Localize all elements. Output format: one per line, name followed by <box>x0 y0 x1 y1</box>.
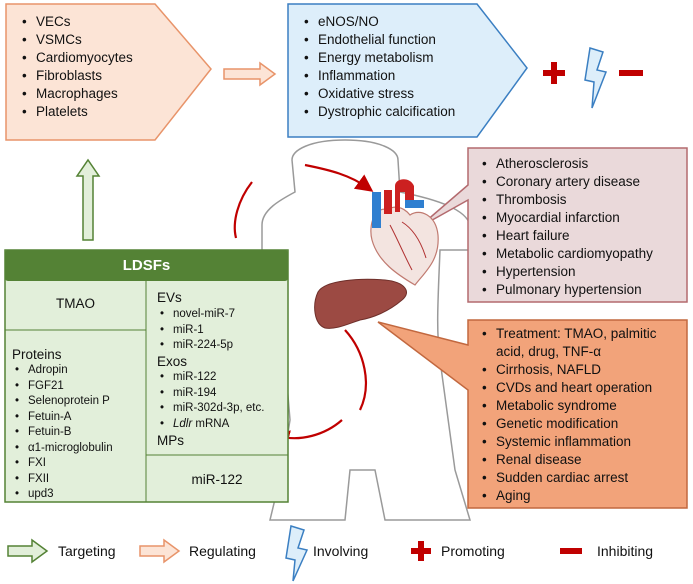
cell-types-list: VECs VSMCs Cardiomyocytes Fibroblasts Ma… <box>18 13 133 121</box>
list-item: Atherosclerosis <box>478 155 653 173</box>
regulating-arrow-icon <box>223 61 277 87</box>
list-item: Coronary artery disease <box>478 173 653 191</box>
plus-icon <box>543 62 565 84</box>
liver-conditions-list: Treatment: TMAO, palmitic acid, drug, TN… <box>478 325 683 505</box>
list-item: Pulmonary hypertension <box>478 281 653 299</box>
legend-involving-label: Involving <box>313 543 369 559</box>
list-item: Genetic modification <box>478 415 683 433</box>
list-item: Selenoprotein P <box>12 394 113 410</box>
legend-minus-icon <box>560 548 582 554</box>
list-item: Cirrhosis, NAFLD <box>478 361 683 379</box>
list-item: Aging <box>478 487 683 505</box>
list-item: Fibroblasts <box>18 67 133 85</box>
list-item: FXII <box>12 472 113 488</box>
targeting-arrow-icon <box>75 158 101 241</box>
list-item: miR-224-5p <box>157 338 235 354</box>
ldsf-mir122: miR-122 <box>191 472 243 487</box>
list-item: Ldlr mRNA <box>157 417 264 433</box>
ldsf-header <box>5 250 288 281</box>
red-arc-arrow-shoulder-icon <box>304 163 374 192</box>
list-item: FXI <box>12 456 113 472</box>
legend-targeting-label: Targeting <box>58 543 116 559</box>
list-item: Metabolic syndrome <box>478 397 683 415</box>
list-item: Heart failure <box>478 227 653 245</box>
red-arc-left-icon <box>233 181 253 239</box>
red-arc-abdomen-icon <box>344 329 367 411</box>
list-item: FGF21 <box>12 379 113 395</box>
list-item: α1-microglobulin <box>12 441 113 457</box>
legend-targeting-icon <box>7 538 49 564</box>
list-item: Fetuin-A <box>12 410 113 426</box>
list-item: Metabolic cardiomyopathy <box>478 245 653 263</box>
list-item: miR-302d-3p, etc. <box>157 401 264 417</box>
list-item: Inflammation <box>300 67 455 85</box>
legend-lightning-icon <box>285 525 309 582</box>
ldsf-title: LDSFs <box>122 257 171 274</box>
list-item: Macrophages <box>18 85 133 103</box>
heart-illustration <box>370 179 439 286</box>
ldsf-tmao: TMAO <box>56 296 95 311</box>
legend-regulating-icon <box>139 538 181 564</box>
lightning-icon <box>584 47 608 109</box>
list-item: novel-miR-7 <box>157 307 235 323</box>
list-item: miR-194 <box>157 386 264 402</box>
list-item: CVDs and heart operation <box>478 379 683 397</box>
ldlr-suffix: mRNA <box>192 417 230 430</box>
ldlr-gene: Ldlr <box>173 417 193 430</box>
list-item: miR-1 <box>157 323 235 339</box>
list-item: Sudden cardiac arrest <box>478 469 683 487</box>
ldsf-exos-title: Exos <box>157 354 188 369</box>
list-item: Dystrophic calcification <box>300 103 455 121</box>
list-item: Fetuin-B <box>12 425 113 441</box>
legend-plus-icon <box>411 541 431 561</box>
list-item: upd3 <box>12 487 113 503</box>
list-item: Cardiomyocytes <box>18 49 133 67</box>
ldsf-mps-title: MPs <box>157 433 184 448</box>
legend-inhibiting-label: Inhibiting <box>597 543 654 559</box>
ldsf-proteins-list: Adropin FGF21 Selenoprotein P Fetuin-A F… <box>12 363 113 503</box>
functions-list: eNOS/NO Endothelial function Energy meta… <box>300 13 455 121</box>
list-item: Myocardial infarction <box>478 209 653 227</box>
ldsf-evs-title: EVs <box>157 290 182 305</box>
ldsf-evs-list: novel-miR-7 miR-1 miR-224-5p <box>157 307 235 354</box>
legend-promoting-label: Promoting <box>441 543 505 559</box>
list-item: miR-122 <box>157 370 264 386</box>
list-item: Renal disease <box>478 451 683 469</box>
minus-icon <box>619 70 643 76</box>
list-item: Oxidative stress <box>300 85 455 103</box>
legend-regulating-label: Regulating <box>189 543 256 559</box>
list-item: Energy metabolism <box>300 49 455 67</box>
list-item: Thrombosis <box>478 191 653 209</box>
ldsf-proteins-title: Proteins <box>12 347 62 362</box>
list-item: VECs <box>18 13 133 31</box>
ldsf-exos-list: miR-122 miR-194 miR-302d-3p, etc. Ldlr m… <box>157 370 264 432</box>
list-item: Treatment: TMAO, palmitic acid, drug, TN… <box>478 325 683 361</box>
list-item: eNOS/NO <box>300 13 455 31</box>
body-silhouette <box>261 139 472 521</box>
list-item: Systemic inflammation <box>478 433 683 451</box>
list-item: VSMCs <box>18 31 133 49</box>
list-item: Platelets <box>18 103 133 121</box>
list-item: Hypertension <box>478 263 653 281</box>
list-item: Adropin <box>12 363 113 379</box>
list-item: Endothelial function <box>300 31 455 49</box>
heart-diseases-list: Atherosclerosis Coronary artery disease … <box>478 155 653 299</box>
liver-illustration <box>314 278 407 329</box>
